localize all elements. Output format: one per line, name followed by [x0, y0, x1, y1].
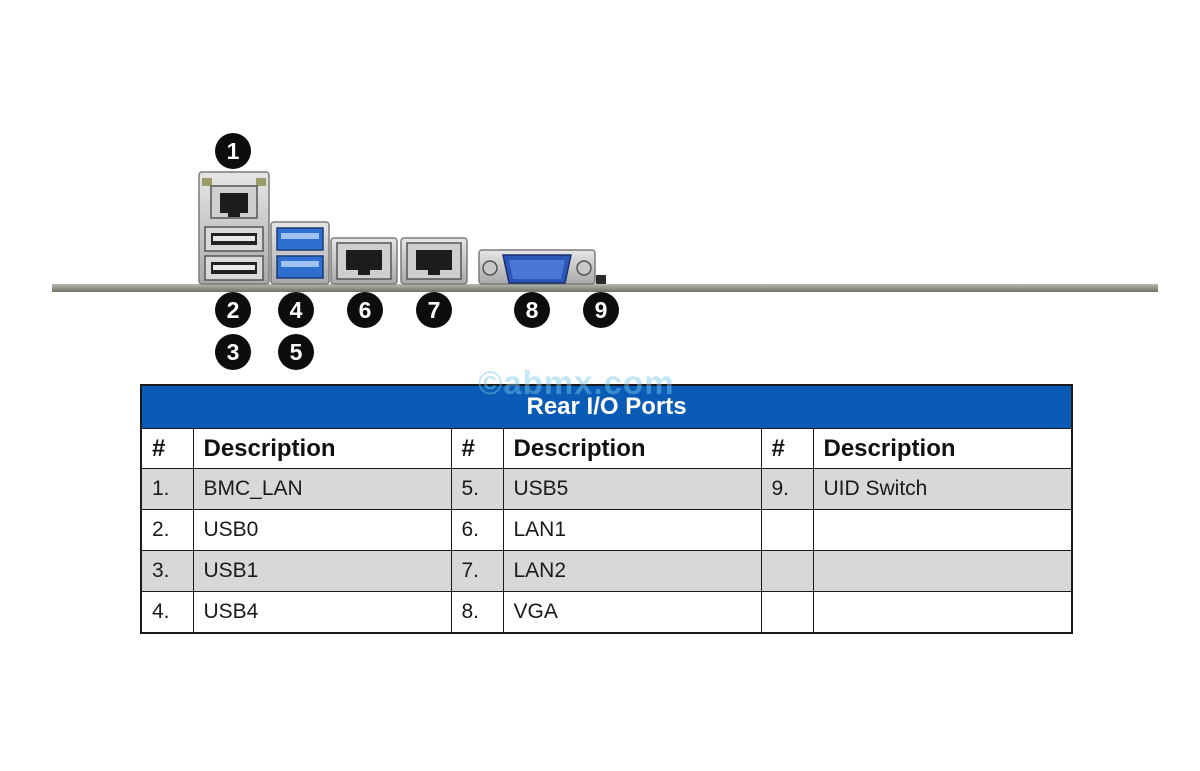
table-row: 2. USB0 6. LAN1 [140, 509, 1073, 551]
port-description: UID Switch [812, 468, 1073, 510]
port-number: 5. [450, 468, 504, 510]
port-description [812, 550, 1073, 592]
lan1-port [330, 237, 398, 285]
callout-6: 6 [347, 292, 383, 328]
callout-9: 9 [583, 292, 619, 328]
port-description: VGA [502, 591, 762, 634]
port-description: BMC_LAN [192, 468, 452, 510]
port-number: 1. [140, 468, 194, 510]
port-number: 7. [450, 550, 504, 592]
column-header-number: # [140, 428, 194, 469]
port-number: 6. [450, 509, 504, 551]
column-header-number: # [760, 428, 814, 469]
port-description: USB4 [192, 591, 452, 634]
port-description: USB0 [192, 509, 452, 551]
callout-2: 2 [215, 292, 251, 328]
port-description: USB5 [502, 468, 762, 510]
lan2-port [400, 237, 468, 285]
table-row: 3. USB1 7. LAN2 [140, 550, 1073, 592]
table-title: Rear I/O Ports [140, 384, 1073, 429]
callout-5: 5 [278, 334, 314, 370]
svg-text:5: 5 [290, 339, 303, 365]
port-description [812, 591, 1073, 634]
usb4-port [276, 227, 324, 251]
bmc-lan-port [210, 185, 258, 219]
svg-text:7: 7 [428, 297, 441, 323]
rear-io-table: Rear I/O Ports # Description # Descripti… [140, 384, 1074, 634]
callout-1: 1 [215, 133, 251, 169]
port-description: LAN2 [502, 550, 762, 592]
table-row: 4. USB4 8. VGA [140, 591, 1073, 634]
port-number: 8. [450, 591, 504, 634]
table-row: 1. BMC_LAN 5. USB5 9. UID Switch [140, 468, 1073, 510]
column-header-description: Description [192, 428, 452, 469]
svg-text:3: 3 [227, 339, 240, 365]
callout-8: 8 [514, 292, 550, 328]
port-number: 9. [760, 468, 814, 510]
usb0-port [204, 226, 264, 252]
port-number [760, 550, 814, 592]
usb5-port [276, 255, 324, 279]
svg-text:2: 2 [227, 297, 240, 323]
svg-text:8: 8 [526, 297, 539, 323]
port-description [812, 509, 1073, 551]
usb3-stack [270, 221, 330, 285]
port-number [760, 591, 814, 634]
svg-text:9: 9 [595, 297, 608, 323]
svg-text:6: 6 [359, 297, 372, 323]
port-description: USB1 [192, 550, 452, 592]
callout-4: 4 [278, 292, 314, 328]
callout-7: 7 [416, 292, 452, 328]
port-number [760, 509, 814, 551]
usb1-port [204, 255, 264, 281]
table-header-row: # Description # Description # Descriptio… [140, 428, 1073, 469]
port-number: 3. [140, 550, 194, 592]
svg-text:4: 4 [290, 297, 303, 323]
board-edge [52, 284, 1158, 292]
bmc-lan-usb-stack [198, 171, 270, 285]
svg-text:1: 1 [227, 138, 240, 164]
column-header-number: # [450, 428, 504, 469]
port-number: 4. [140, 591, 194, 634]
vga-port [478, 249, 596, 285]
rear-io-diagram: 1 2 3 4 5 6 7 8 9 [52, 133, 1158, 370]
column-header-description: Description [502, 428, 762, 469]
port-number: 2. [140, 509, 194, 551]
column-header-description: Description [812, 428, 1073, 469]
uid-switch [596, 275, 606, 284]
callout-3: 3 [215, 334, 251, 370]
port-description: LAN1 [502, 509, 762, 551]
